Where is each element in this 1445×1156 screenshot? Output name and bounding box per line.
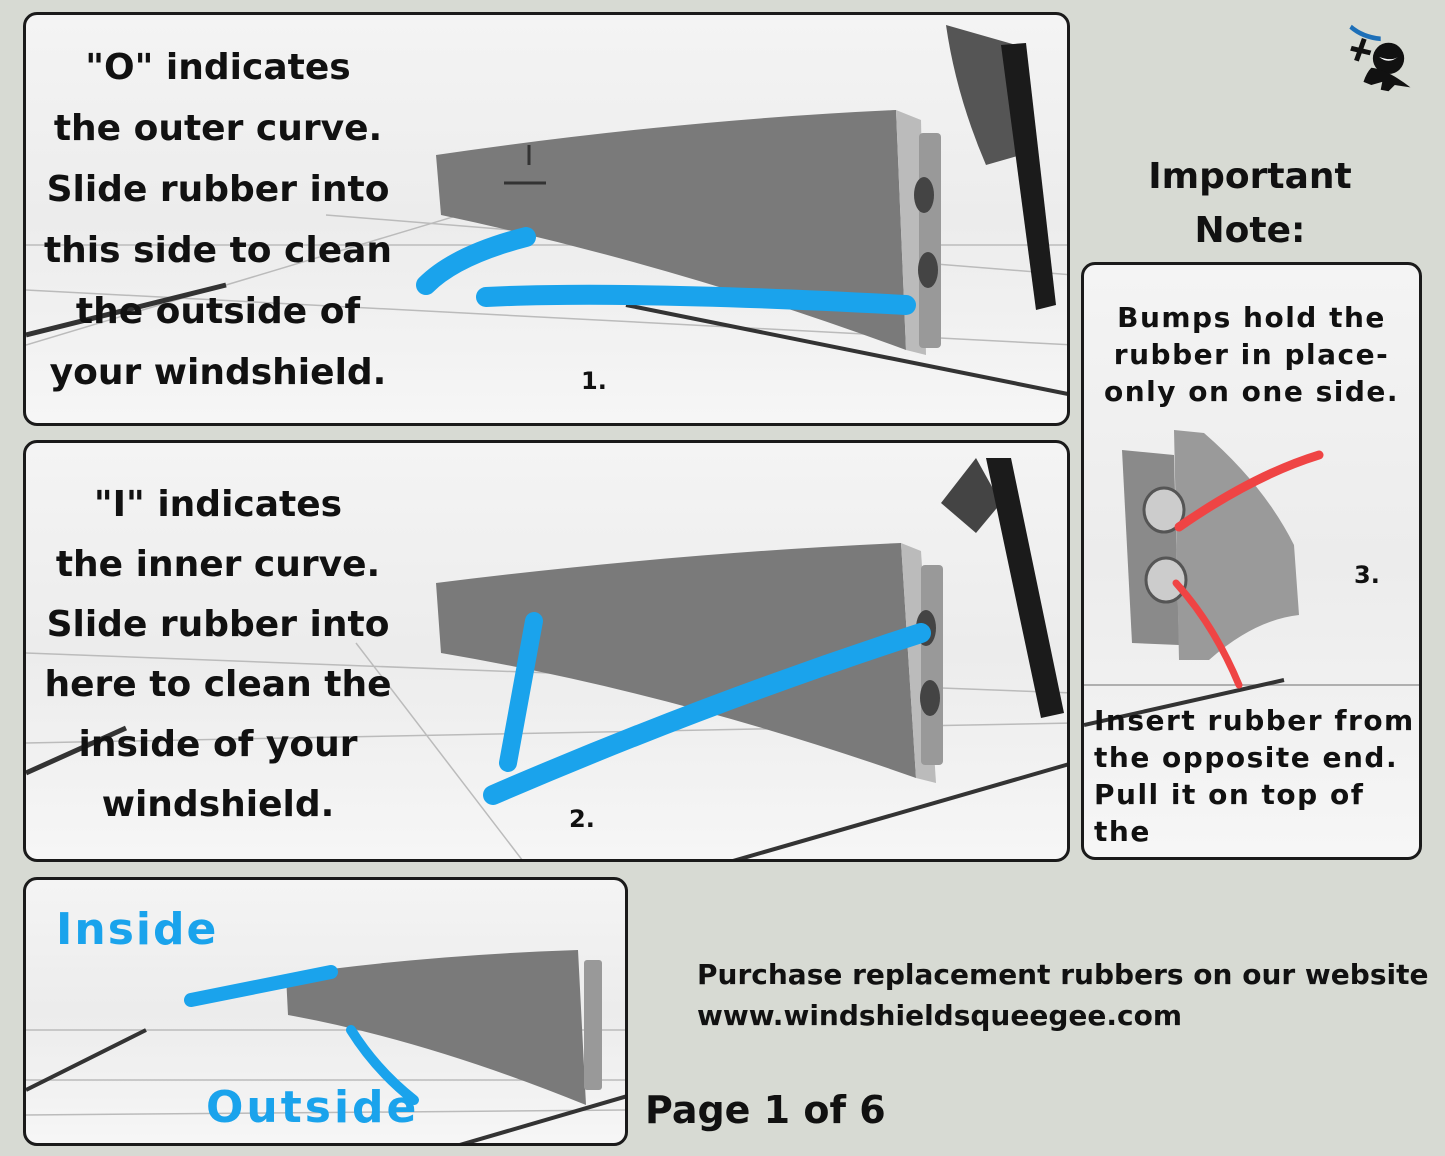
- outer-curve-instructions: "O" indicates the outer curve. Slide rub…: [38, 37, 398, 403]
- note-line: the opposite end.: [1094, 741, 1399, 774]
- squeegee-illustration-inner: [26, 458, 1067, 859]
- instruction-line: the outside of: [75, 291, 361, 332]
- instruction-line: windshield.: [101, 784, 335, 825]
- instruction-line: Slide rubber into: [46, 169, 390, 210]
- panel-inside-outside: Inside Outside: [23, 877, 628, 1146]
- instruction-line: "O" indicates: [85, 47, 351, 88]
- squeegee-side-illustration: [26, 950, 625, 1143]
- instruction-line: this side to clean: [43, 230, 393, 271]
- step-number: 3.: [1354, 561, 1380, 589]
- instruction-line: the inner curve.: [55, 544, 381, 585]
- purchase-text: Purchase replacement rubbers on our webs…: [697, 958, 1429, 991]
- panel-outer-curve: "O" indicates the outer curve. Slide rub…: [23, 12, 1070, 426]
- instruction-line: inside of your: [78, 724, 358, 765]
- website-link[interactable]: www.windshieldsqueegee.com: [697, 999, 1183, 1032]
- note-line: Insert rubber from: [1094, 704, 1415, 737]
- panel-bumps-note: Bumps hold the rubber in place- only on …: [1081, 262, 1422, 860]
- purchase-info: Purchase replacement rubbers on our webs…: [697, 954, 1428, 1036]
- bumps-note-bottom: Insert rubber from the opposite end. Pul…: [1094, 702, 1419, 857]
- inner-curve-instructions: "I" indicates the inner curve. Slide rub…: [38, 475, 398, 835]
- outside-label: Outside: [206, 1082, 420, 1133]
- inside-label: Inside: [56, 904, 219, 955]
- step-number: 2.: [569, 805, 595, 833]
- note-line: only on one side.: [1103, 375, 1400, 408]
- important-note-title: Important Note:: [1100, 150, 1400, 258]
- instruction-line: your windshield.: [49, 352, 387, 393]
- ninja-with-squeegee-icon: [1349, 24, 1411, 92]
- panel-inner-curve: "I" indicates the inner curve. Slide rub…: [23, 440, 1070, 862]
- title-line: Important: [1148, 156, 1352, 197]
- instruction-line: "I" indicates: [93, 484, 343, 525]
- note-line: Pull it on top of the: [1094, 778, 1365, 848]
- step-number: 1.: [581, 367, 607, 395]
- squeegee-illustration-outer: [26, 25, 1067, 396]
- instruction-line: here to clean the: [44, 664, 392, 705]
- squeegee-end-illustration: [1084, 430, 1419, 727]
- instruction-line: the outer curve.: [53, 108, 383, 149]
- title-line: Note:: [1194, 210, 1306, 251]
- page-number: Page 1 of 6: [645, 1088, 886, 1132]
- note-line: rubber in place-: [1113, 338, 1390, 371]
- note-line: Bumps hold the: [1117, 301, 1386, 334]
- instruction-line: Slide rubber into: [46, 604, 390, 645]
- bumps-note-top: Bumps hold the rubber in place- only on …: [1084, 299, 1419, 410]
- note-line: bumps for a snug fit.: [1094, 850, 1419, 857]
